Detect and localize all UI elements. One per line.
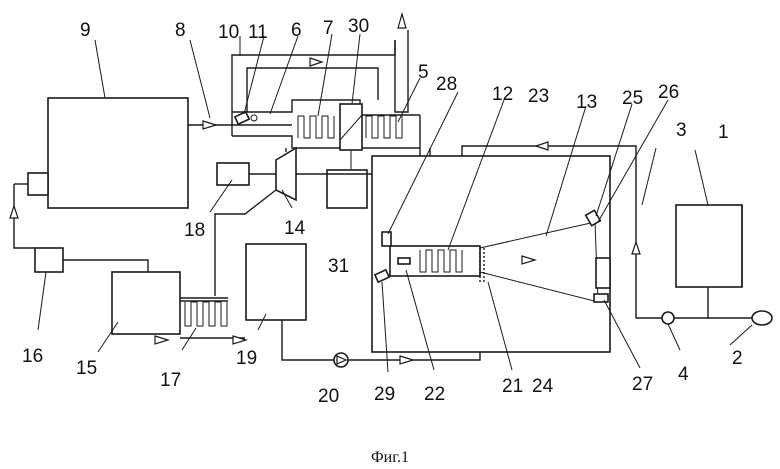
flow-arrow-3-top [536,142,548,150]
label-26: 26 [658,82,679,103]
label-28: 28 [436,74,457,95]
pipe-1-down [672,287,708,318]
component-9-port [28,173,48,195]
pipe-16-15 [63,260,148,272]
valve-11-pivot [251,115,257,121]
label-19: 19 [236,348,257,369]
flow-arrow-17-in [155,336,168,344]
label-13: 13 [576,92,597,113]
label-24: 24 [532,376,554,397]
component-9-box [48,98,188,208]
label-20: 20 [318,386,339,407]
label-12: 12 [492,84,513,105]
label-4: 4 [678,364,689,385]
leader-30 [352,34,360,104]
component-1 [676,205,742,287]
label-7: 7 [323,18,334,39]
label-9: 9 [80,20,91,41]
label-15: 15 [76,358,97,379]
label-3: 3 [676,120,687,141]
label-6: 6 [291,20,302,41]
valve-27 [594,294,608,302]
label-22: 22 [424,384,445,405]
component-31 [327,170,367,208]
exhaust-outlet-arrow [398,14,406,28]
outlet-27-window [596,258,610,288]
component-16 [35,248,63,272]
leader-16 [38,272,46,330]
label-21: 21 [502,376,523,397]
leader-17 [182,328,196,350]
nozzle-22 [398,258,410,264]
leader-4 [668,324,680,350]
leader-8 [190,40,210,118]
valve-11 [235,112,249,124]
pipe-19-20 [282,320,334,360]
label-31: 31 [328,256,349,277]
exhaust-stack [395,30,408,112]
leader-3 [642,148,656,205]
label-18: 18 [184,220,205,241]
leader-1 [695,150,708,205]
label-2: 2 [732,348,743,369]
channel-6-bottom [232,136,420,148]
component-19 [246,244,306,320]
heat-exchanger-5 [366,116,402,138]
channel-6-top [232,100,420,115]
label-23: 23 [528,86,549,107]
label-27: 27 [632,374,653,395]
label-10: 10 [218,22,239,43]
flow-arrow-16-up [10,206,18,218]
label-11: 11 [248,22,268,43]
label-8: 8 [175,20,186,41]
component-18 [217,163,249,185]
label-29: 29 [374,384,395,405]
flow-arrow-3-up [632,242,640,254]
label-25: 25 [622,88,643,109]
leader-9 [95,40,105,98]
leader-6 [270,36,298,114]
label-16: 16 [22,346,43,367]
heat-exchanger-7 [298,116,334,138]
flow-arrow-17-out [233,336,246,344]
bypass-10-outer [232,40,395,112]
leader-2 [730,325,752,345]
valve-28 [382,232,391,246]
component-15 [112,272,180,334]
flow-arrow-20 [400,356,413,364]
leader-7 [318,34,332,116]
label-14: 14 [284,218,306,239]
heat-exchanger-17 [185,302,227,326]
figure-caption: Фиг.1 [371,449,409,466]
label-1: 1 [718,122,729,143]
component-2 [752,311,772,325]
label-30: 30 [348,16,369,37]
pump-4 [662,312,674,324]
turbine-14 [276,148,296,200]
label-5: 5 [418,62,429,83]
bypass-arrow [310,58,322,66]
flow-arrow-8 [203,121,216,129]
label-17: 17 [160,370,181,391]
leader-15 [98,322,118,352]
